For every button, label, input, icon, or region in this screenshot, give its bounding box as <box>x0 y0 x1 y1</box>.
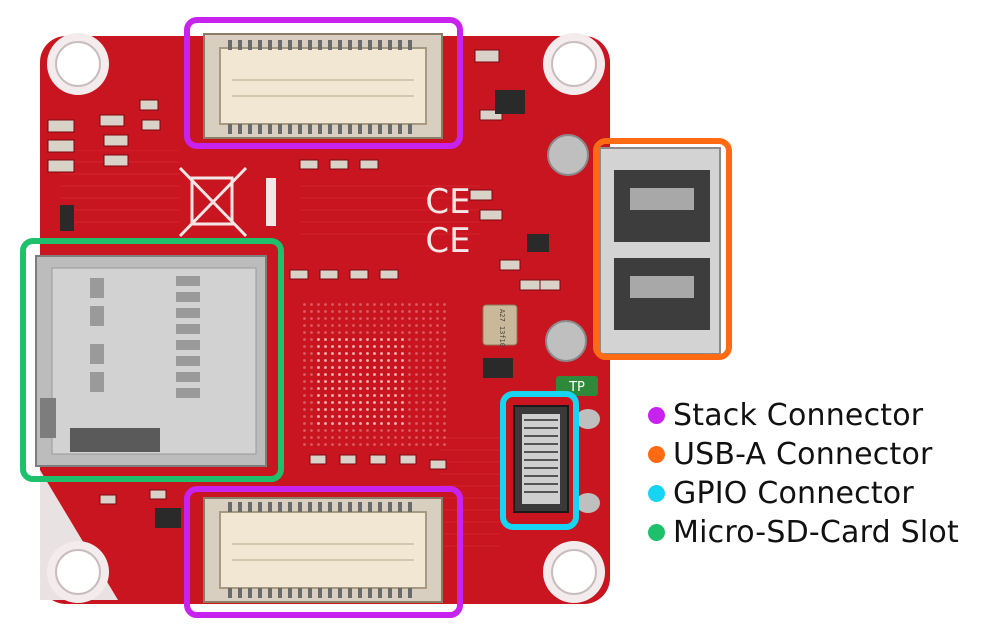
stack-connector-top-pins <box>228 40 412 134</box>
stack-connector-top <box>203 33 443 139</box>
ic-chip-top-right <box>495 90 525 114</box>
ce-mark: CE <box>425 182 470 222</box>
legend-label: GPIO Connector <box>673 476 914 511</box>
ic-chip-left <box>60 205 74 231</box>
legend-item-micro-sd-card-slot: Micro-SD-Card Slot <box>648 513 959 552</box>
micro-sd-slot <box>35 255 267 467</box>
legend: Stack Connector USB-A Connector GPIO Con… <box>648 396 959 552</box>
ic-chip-mid <box>527 234 549 252</box>
bullet-dot-icon <box>648 485 665 502</box>
legend-label: Micro-SD-Card Slot <box>673 515 959 550</box>
mounting-hole-top-left <box>47 33 109 95</box>
standoff-gpio-bottom <box>576 493 600 513</box>
silk-bar <box>266 178 276 226</box>
ce-mark-2: CE <box>425 221 470 261</box>
smd-components <box>47 49 561 505</box>
standoff-lower <box>545 320 587 362</box>
stack-connector-highlight-bottom <box>184 486 463 618</box>
legend-item-usb-a-connector: USB-A Connector <box>648 435 959 474</box>
mounting-hole-bottom-left <box>47 541 109 603</box>
crystal-oscillator: A27 13f10 <box>482 304 518 347</box>
gpio-connector-highlight <box>500 391 579 530</box>
stack-connector-bottom <box>203 497 443 603</box>
legend-item-gpio-connector: GPIO Connector <box>648 474 959 513</box>
bga-area-2 <box>300 300 450 450</box>
ic-chip-bottom-left <box>155 508 181 528</box>
bullet-dot-icon <box>648 524 665 541</box>
legend-label: USB-A Connector <box>673 437 933 472</box>
stack-connector-highlight-top <box>184 17 463 149</box>
svg-text:TP: TP <box>568 380 585 395</box>
standoff-gpio-top <box>576 409 600 429</box>
test-point-marker: TP <box>556 376 598 396</box>
bullet-dot-icon <box>648 446 665 463</box>
micro-sd-slot-highlight <box>20 238 284 482</box>
mounting-hole-top-right <box>543 33 605 95</box>
micro-sd-contacts <box>90 276 200 398</box>
usb-a-connector <box>599 147 721 355</box>
svg-text:A27 13f10: A27 13f10 <box>498 309 506 347</box>
standoff-upper <box>547 134 589 176</box>
gpio-connector <box>513 405 569 513</box>
legend-item-stack-connector: Stack Connector <box>648 396 959 435</box>
usb-a-connector-highlight <box>593 138 732 360</box>
ic-chip-mid-lower <box>483 358 513 378</box>
stack-connector-bottom-pins <box>228 502 412 598</box>
mounting-hole-bottom-right <box>543 541 605 603</box>
weee-bin-icon <box>178 166 248 238</box>
bullet-dot-icon <box>648 407 665 424</box>
legend-label: Stack Connector <box>673 398 924 433</box>
